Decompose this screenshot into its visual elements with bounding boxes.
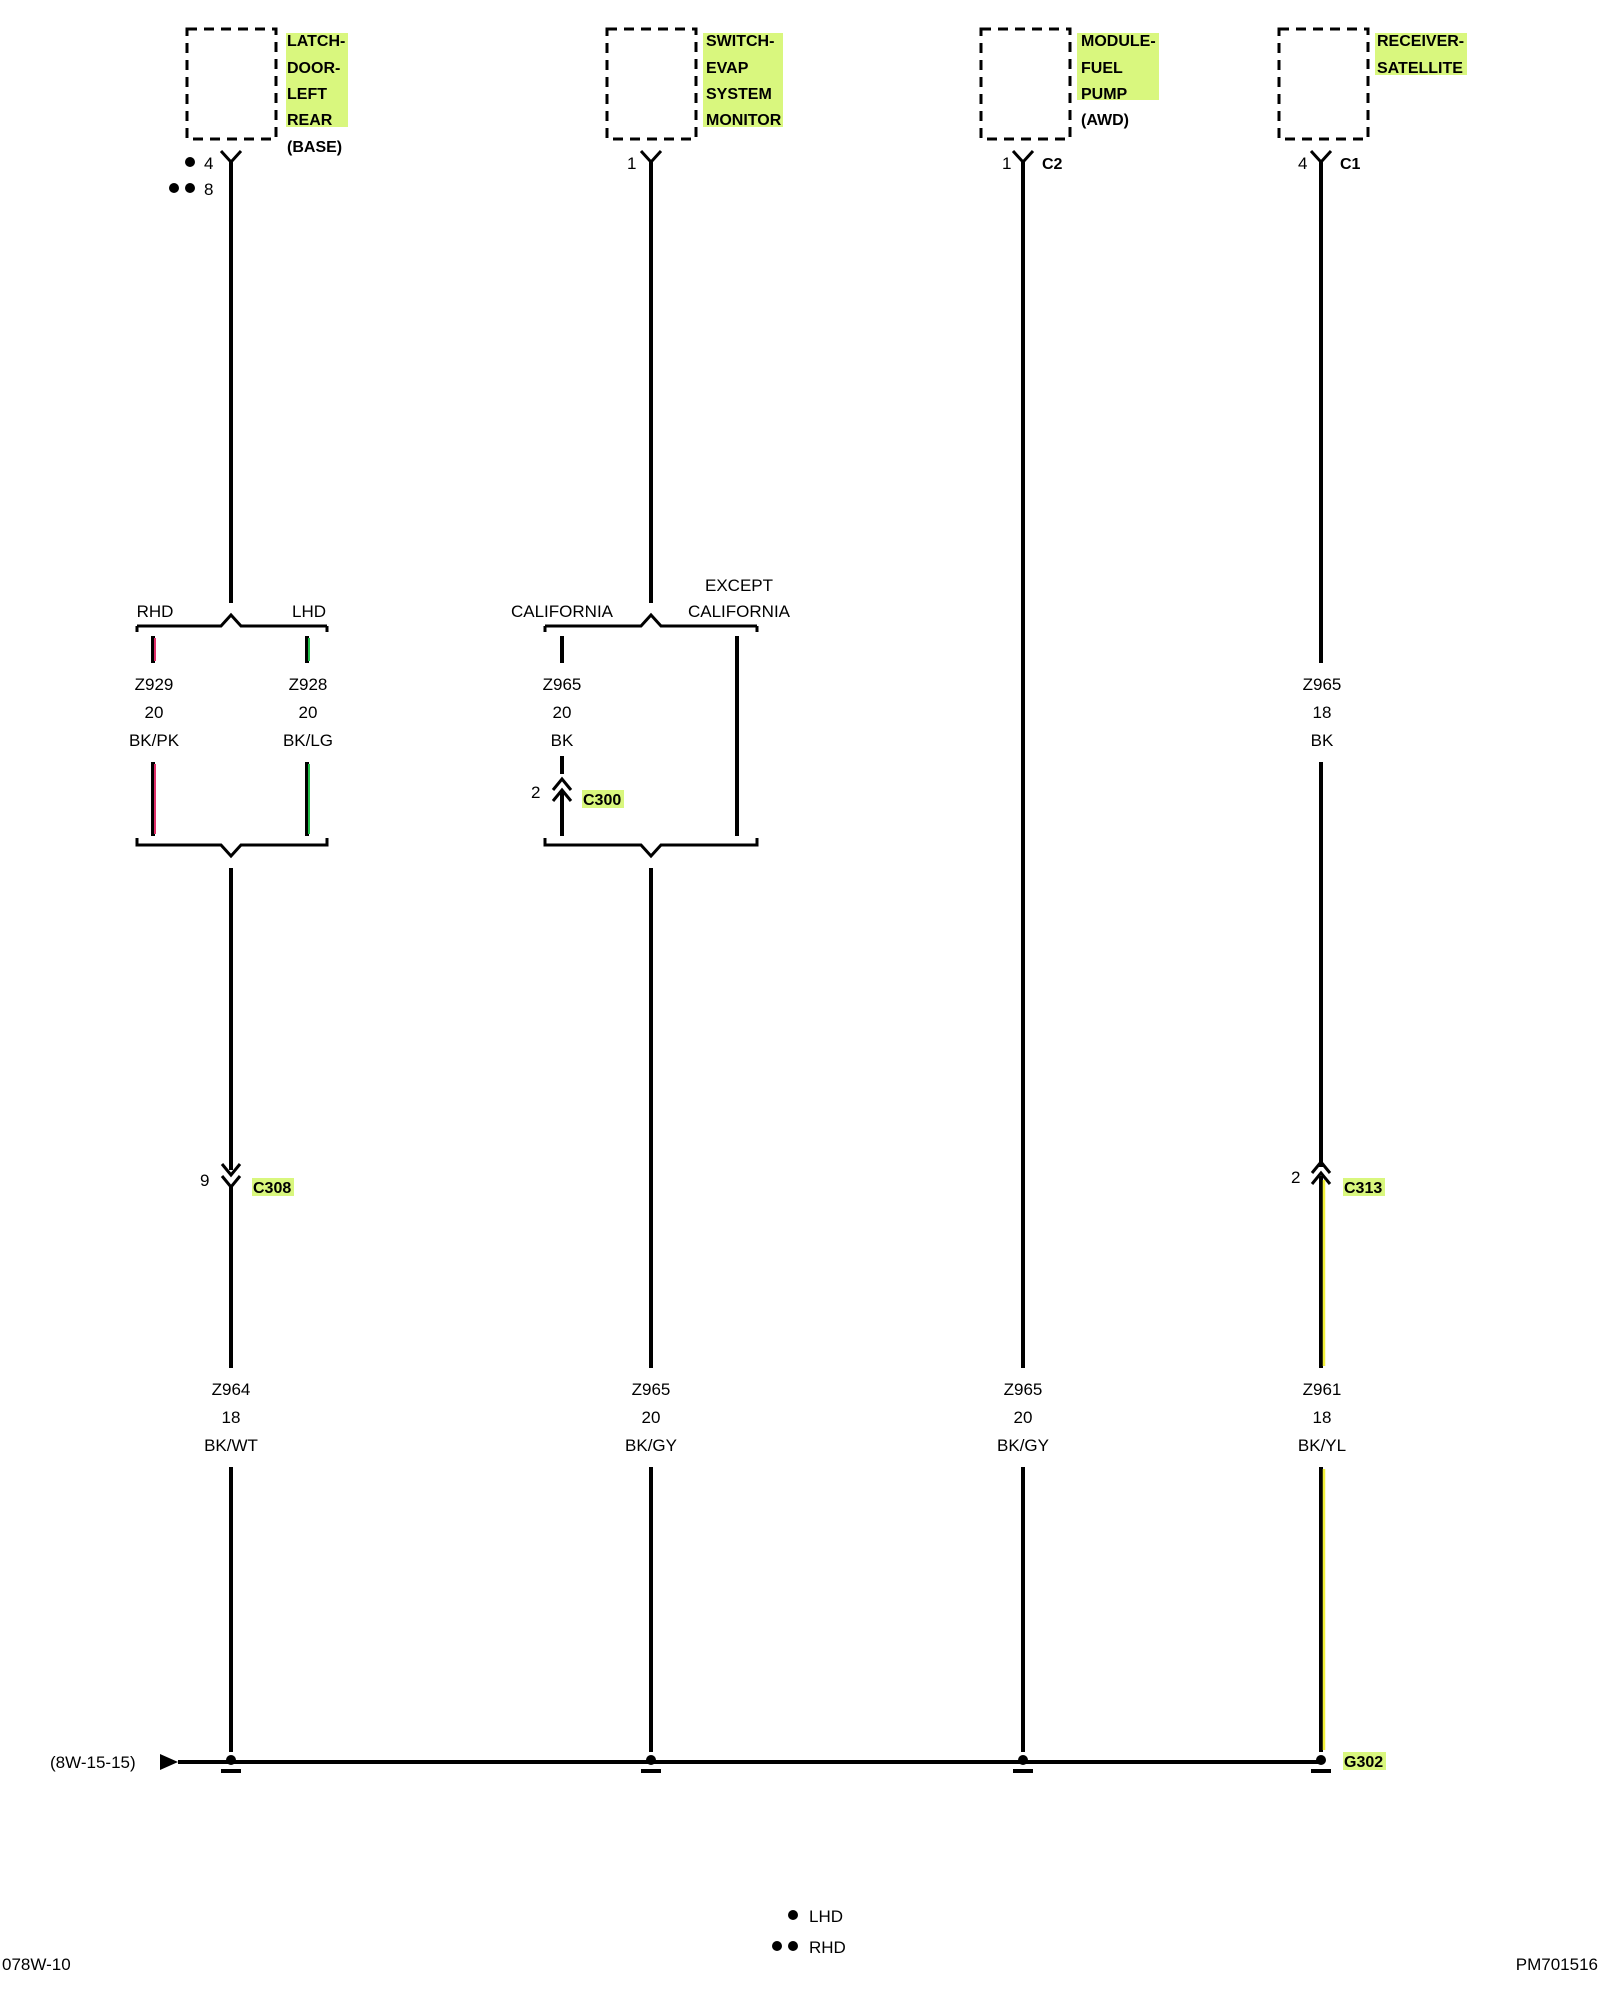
- splice-icon: [226, 1755, 236, 1765]
- footer-right: PM701516: [1516, 1955, 1598, 1974]
- fuel-line-1: MODULE-: [1081, 33, 1156, 50]
- z965-fuel-gauge: 20: [1014, 1408, 1033, 1427]
- fuel-pin: 1: [1002, 154, 1011, 173]
- latch-line-4: REAR: [287, 112, 333, 129]
- z961-circuit: Z961: [1303, 1380, 1342, 1399]
- lhd-dot-icon: [185, 157, 195, 167]
- ground-bus: (8W-15-15) G302: [50, 1752, 1386, 1773]
- z965-cal-gauge: 20: [553, 703, 572, 722]
- evap-circuit: CALIFORNIA EXCEPT CALIFORNIA Z965 20 BK …: [511, 160, 791, 1752]
- receiver-pin: 4: [1298, 154, 1307, 173]
- fuel-line-3: PUMP: [1081, 86, 1128, 103]
- rhd-dot-icon: [169, 183, 179, 193]
- z965-rec-color: BK: [1311, 731, 1334, 750]
- latch-line-1: LATCH-: [287, 33, 345, 50]
- c300-pin: 2: [531, 783, 540, 802]
- split-label-lhd: LHD: [292, 602, 326, 621]
- z965-fuel-circuit: Z965: [1004, 1380, 1043, 1399]
- z928-color: BK/LG: [283, 731, 333, 750]
- z965-cal-color: BK: [551, 731, 574, 750]
- connector-c300-icon: [551, 776, 573, 791]
- z961-color: BK/YL: [1298, 1436, 1346, 1455]
- splice-icon: [1018, 1755, 1028, 1765]
- split-label-except: EXCEPT: [705, 576, 773, 595]
- c313-pin: 2: [1291, 1168, 1300, 1187]
- rhd-dot-icon: [772, 1941, 782, 1951]
- z929-color: BK/PK: [129, 731, 180, 750]
- footer-left: 078W-10: [2, 1955, 71, 1974]
- c308-pin: 9: [200, 1171, 209, 1190]
- latch-pin-lhd: 4: [204, 154, 213, 173]
- fuel-pump-circuit: Z965 20 BK/GY: [997, 160, 1049, 1752]
- split-bracket-california: [545, 612, 757, 628]
- z965-rec-circuit: Z965: [1303, 675, 1342, 694]
- z964-circuit: Z964: [212, 1380, 251, 1399]
- z965-fuel-color: BK/GY: [997, 1436, 1049, 1455]
- c300-name[interactable]: C300: [583, 792, 621, 809]
- rhd-dot-icon-2: [788, 1941, 798, 1951]
- fuel-line-2: FUEL: [1081, 60, 1123, 77]
- component-latch-door-left-rear[interactable]: LATCH- DOOR- LEFT REAR (BASE) 4 8: [169, 27, 348, 199]
- split-label-except-california: CALIFORNIA: [688, 602, 791, 621]
- rhd-dot-icon-2: [185, 183, 195, 193]
- receiver-line-2: SATELLITE: [1377, 60, 1463, 77]
- connector-c308-icon: [220, 1163, 242, 1178]
- z928-circuit: Z928: [289, 675, 328, 694]
- z929-circuit: Z929: [135, 675, 174, 694]
- evap-pin: 1: [627, 154, 636, 173]
- z964-color: BK/WT: [204, 1436, 258, 1455]
- fuel-qualifier: (AWD): [1081, 112, 1129, 129]
- latch-line-3: LEFT: [287, 86, 327, 103]
- component-switch-evap-system-monitor[interactable]: SWITCH- EVAP SYSTEM MONITOR 1: [605, 27, 783, 173]
- z965-evap-circuit: Z965: [632, 1380, 671, 1399]
- component-module-fuel-pump[interactable]: MODULE- FUEL PUMP (AWD) 1 C2: [979, 27, 1159, 173]
- merge-bracket-evap: [543, 838, 759, 859]
- receiver-circuit: Z965 18 BK 2 C313 Z961 18 BK/YL: [1291, 160, 1385, 1752]
- evap-line-1: SWITCH-: [706, 33, 774, 50]
- splice-icon: [646, 1755, 656, 1765]
- z961-gauge: 18: [1313, 1408, 1332, 1427]
- z964-gauge: 18: [222, 1408, 241, 1427]
- evap-line-3: SYSTEM: [706, 86, 772, 103]
- c313-name[interactable]: C313: [1344, 1180, 1382, 1197]
- lhd-dot-icon: [788, 1910, 798, 1920]
- split-label-california: CALIFORNIA: [511, 602, 614, 621]
- fuel-connector: C2: [1042, 156, 1063, 173]
- split-bracket-rhd-lhd: [137, 612, 327, 628]
- component-receiver-satellite[interactable]: RECEIVER- SATELLITE 4 C1: [1277, 27, 1467, 173]
- z965-evap-gauge: 20: [642, 1408, 661, 1427]
- z965-cal-circuit: Z965: [543, 675, 582, 694]
- latch-circuit: RHD LHD Z929 20 BK/PK Z928 20 BK/LG 9 C3…: [129, 160, 333, 1752]
- evap-line-2: EVAP: [706, 60, 749, 77]
- z965-evap-color: BK/GY: [625, 1436, 677, 1455]
- z928-gauge: 20: [299, 703, 318, 722]
- ground-name[interactable]: G302: [1344, 1754, 1383, 1771]
- legend: LHD RHD: [772, 1907, 846, 1957]
- z929-gauge: 20: [145, 703, 164, 722]
- latch-line-2: DOOR-: [287, 60, 340, 77]
- split-label-rhd: RHD: [137, 602, 174, 621]
- latch-pin-rhd: 8: [204, 180, 213, 199]
- arrow-right-icon: [160, 1754, 178, 1770]
- legend-rhd: RHD: [809, 1938, 846, 1957]
- receiver-connector: C1: [1340, 156, 1361, 173]
- merge-bracket-latch: [135, 838, 329, 859]
- latch-qualifier: (BASE): [287, 139, 342, 156]
- z965-rec-gauge: 18: [1313, 703, 1332, 722]
- ground-g302-icon: [1316, 1755, 1326, 1765]
- evap-line-4: MONITOR: [706, 112, 782, 129]
- receiver-line-1: RECEIVER-: [1377, 33, 1464, 50]
- connector-c313-icon: [1310, 1159, 1332, 1174]
- ground-reference[interactable]: (8W-15-15): [50, 1753, 136, 1772]
- legend-lhd: LHD: [809, 1907, 843, 1926]
- c308-name[interactable]: C308: [253, 1180, 291, 1197]
